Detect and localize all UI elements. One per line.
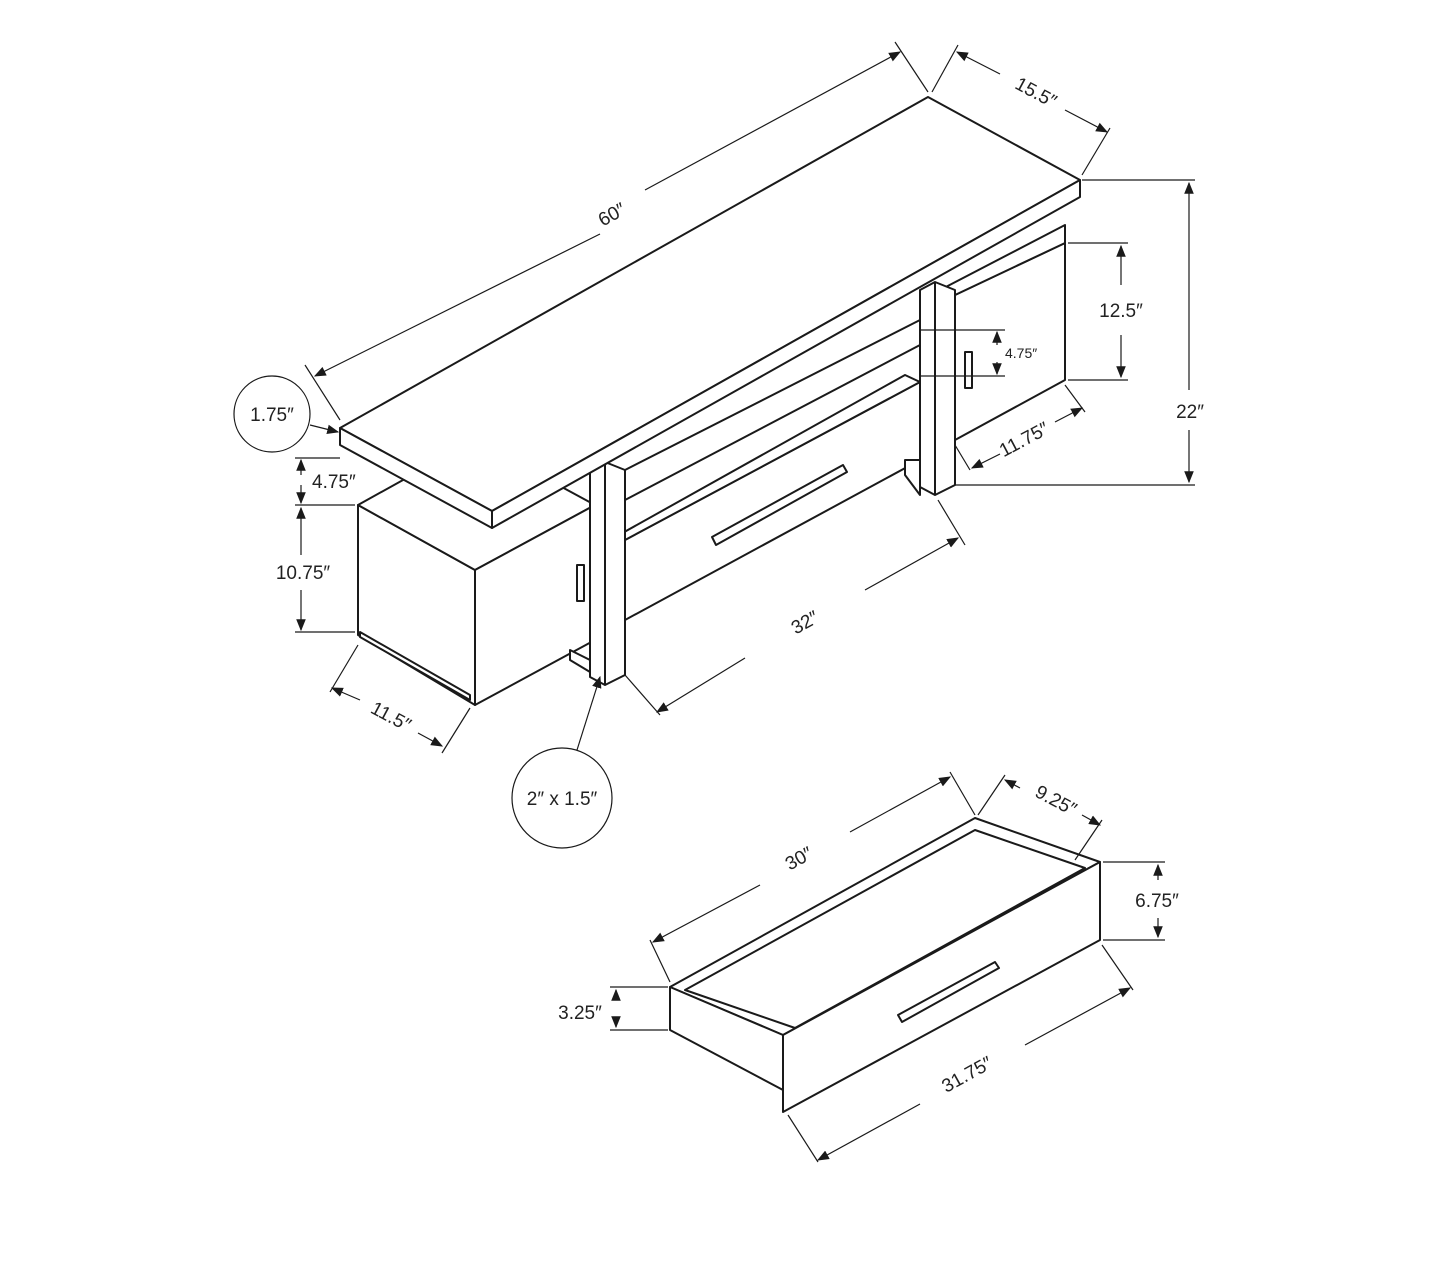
right-cabinet-depth-label: 11.75″ [996,418,1053,461]
top-thickness-callout [233,375,311,453]
drawer-detail-handle [897,961,1000,1023]
drawer-front-height-label: 6.75″ [1135,891,1179,912]
left-cabinet-handle [576,564,585,602]
drawer-side-height-label: 3.25″ [558,1003,602,1024]
drawer-handle [711,464,848,546]
center-width-label: 32″ [788,607,823,639]
center-leg [589,461,626,686]
right-cabinet [939,224,1066,441]
top-slab [339,96,1081,529]
drawer-front-width-label: 31.75″ [939,1053,997,1098]
drawer-depth-label: 9.25″ [1031,782,1080,821]
drawer-detail [669,817,1101,1113]
left-cabinet-height-label: 10.75″ [276,563,331,584]
width-label: 60″ [595,199,630,231]
dimension-lines [295,41,1195,1163]
right-cabinet-height-label: 12.5″ [1099,301,1143,322]
right-shelf-height-label: 4.75″ [1005,345,1037,361]
leg-size-callout [511,747,613,849]
center-drawer [609,319,921,621]
top-thickness-label: 1.75″ [250,405,294,426]
height-label: 22″ [1176,402,1204,423]
right-cabinet-handle [964,351,973,389]
leg-size-label: 2″ x 1.5″ [527,789,598,810]
drawer-length-label: 30″ [782,843,817,875]
left-shelf-height-label: 4.75″ [312,472,356,493]
right-leg [919,281,956,496]
depth-label: 15.5″ [1011,74,1060,113]
left-cabinet-depth-label: 11.5″ [367,698,414,737]
